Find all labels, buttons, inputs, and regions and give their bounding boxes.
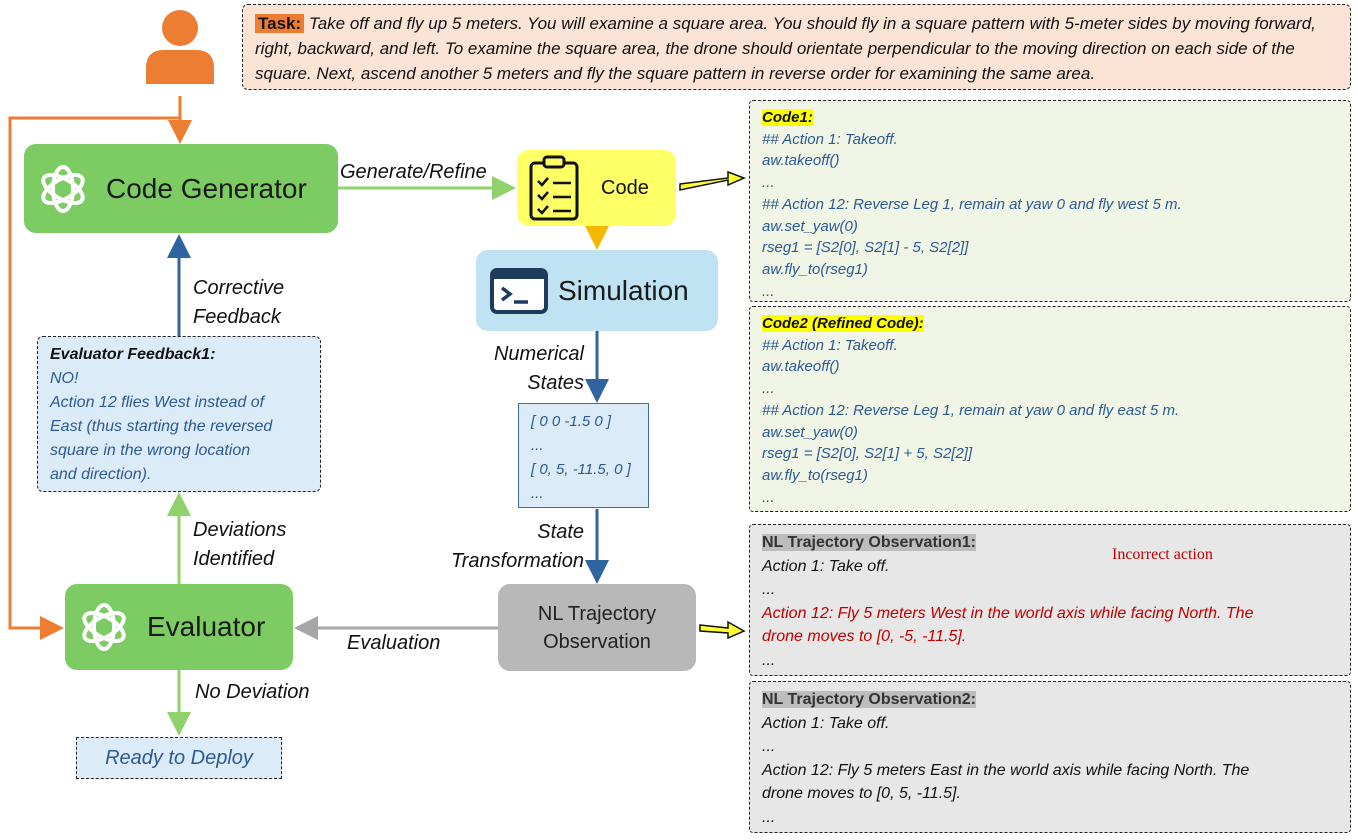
obs-incorrect-line: drone moves to [0, -5, -11.5].	[762, 628, 967, 646]
evaluator-node: Evaluator	[65, 584, 293, 670]
code2-panel: Code2 (Refined Code): ## Action 1: Takeo…	[749, 306, 1351, 512]
code-line: aw.fly_to(rseg1)	[762, 260, 868, 278]
obs-line: ...	[762, 738, 776, 756]
code-line: ...	[762, 174, 775, 192]
feedback-line: and direction).	[50, 466, 152, 483]
feedback-line: East (thus starting the reversed	[50, 418, 273, 435]
ready-to-deploy-box: Ready to Deploy	[76, 737, 282, 779]
feedback-line: square in the wrong location	[50, 442, 251, 459]
code-line: aw.takeoff()	[762, 152, 840, 170]
openai-logo-icon	[82, 603, 126, 651]
terminal-icon	[490, 267, 548, 314]
code-line: ...	[762, 488, 775, 506]
corrective-label-line1: Corrective	[193, 277, 285, 299]
obs2-title: NL Trajectory Observation2:	[762, 691, 976, 708]
evaluator-feedback-box: Evaluator Feedback1: NO! Action 12 flies…	[37, 336, 321, 492]
code-line: ## Action 1: Takeoff.	[762, 336, 898, 354]
code-line: rseg1 = [S2[0], S2[1] - 5, S2[2]]	[762, 239, 969, 257]
task-box: Task: Take off and fly up 5 meters. You …	[242, 4, 1351, 90]
code-line: aw.fly_to(rseg1)	[762, 466, 868, 484]
generate-refine-label: Generate/Refine	[340, 161, 487, 183]
corrective-label-line2: Feedback	[193, 306, 281, 328]
feedback-line: NO!	[50, 370, 79, 387]
evaluation-label: Evaluation	[347, 632, 441, 654]
code-generator-label: Code Generator	[106, 172, 307, 204]
obs-line: ...	[762, 581, 776, 599]
obs-line: ...	[762, 808, 776, 826]
code-line: ## Action 12: Reverse Leg 1, remain at y…	[762, 195, 1182, 213]
deviations-line2: Identified	[193, 548, 275, 570]
obs-line: Action 1: Take off.	[762, 714, 890, 732]
code-line: ## Action 12: Reverse Leg 1, remain at y…	[762, 401, 1180, 419]
code-to-panel-block-arrow	[679, 170, 746, 191]
user-icon	[146, 10, 214, 84]
state-transformation-label: State Transformation	[424, 518, 584, 576]
numerical-label-line2: States	[527, 372, 584, 394]
state-line: ...	[531, 437, 544, 454]
obs-incorrect-line: Action 12: Fly 5 meters West in the worl…	[762, 604, 1254, 622]
code-line: ...	[762, 380, 775, 398]
corrective-feedback-label: Corrective Feedback	[193, 274, 284, 332]
state-transform-line1: State	[537, 521, 584, 543]
code-line: aw.takeoff()	[762, 358, 840, 376]
numerical-states-label: Numerical States	[474, 340, 584, 398]
state-line: ...	[531, 485, 544, 502]
code2-title: Code2 (Refined Code):	[762, 315, 924, 332]
observation2-panel: NL Trajectory Observation2: Action 1: Ta…	[749, 681, 1351, 833]
feedback-line: Action 12 flies West instead of	[50, 394, 265, 411]
deviations-line1: Deviations	[193, 519, 287, 541]
nl-observation-label: NL Trajectory Observation	[537, 602, 657, 653]
no-deviation-label: No Deviation	[195, 681, 310, 703]
simulation-node: Simulation	[476, 250, 718, 331]
code-generator-node: Code Generator	[24, 144, 338, 233]
openai-logo-icon	[41, 164, 85, 213]
state-transform-line2: Transformation	[450, 550, 584, 572]
code1-title: Code1:	[762, 109, 813, 126]
deviations-identified-label: Deviations Identified	[193, 516, 286, 574]
task-label: Task:	[255, 14, 305, 33]
code-node-label: Code	[601, 176, 649, 199]
code-line: aw.set_yaw(0)	[762, 217, 858, 235]
observation1-panel: NL Trajectory Observation1: Action 1: Ta…	[749, 524, 1351, 676]
code-node: Code	[517, 150, 676, 226]
evaluator-label: Evaluator	[147, 611, 266, 642]
task-text: Take off and fly up 5 meters. You will e…	[255, 14, 1316, 83]
state-line: [ 0, 5, -11.5, 0 ]	[531, 461, 631, 478]
code-line: ## Action 1: Takeoff.	[762, 130, 898, 148]
obs-line: Action 1: Take off.	[762, 557, 890, 575]
ready-label: Ready to Deploy	[105, 746, 253, 769]
obs-line: drone moves to [0, 5, -11.5].	[762, 785, 961, 803]
feedback-title: Evaluator Feedback1:	[50, 346, 216, 363]
code-line: rseg1 = [S2[0], S2[1] + 5, S2[2]]	[762, 445, 973, 463]
code-line: aw.set_yaw(0)	[762, 423, 858, 441]
simulation-label: Simulation	[558, 274, 689, 306]
incorrect-action-annotation: Incorrect action	[1112, 546, 1213, 563]
user-to-evaluator-arrow	[8, 116, 180, 640]
clipboard-checklist-icon	[529, 155, 579, 221]
obs-line: Action 12: Fly 5 meters East in the worl…	[762, 761, 1250, 779]
obs-line: ...	[762, 651, 776, 669]
nl-to-panel-block-arrow	[699, 620, 746, 640]
state-line: [ 0 0 -1.5 0 ]	[531, 413, 612, 430]
numerical-states-box: [ 0 0 -1.5 0 ] ... [ 0, 5, -11.5, 0 ] ..…	[518, 403, 649, 508]
code-line: ...	[762, 282, 775, 300]
code1-panel: Code1: ## Action 1: Takeoff. aw.takeoff(…	[749, 100, 1351, 302]
nl-observation-node: NL Trajectory Observation	[498, 584, 696, 671]
obs1-title: NL Trajectory Observation1:	[762, 534, 976, 551]
numerical-label-line1: Numerical	[493, 343, 584, 365]
